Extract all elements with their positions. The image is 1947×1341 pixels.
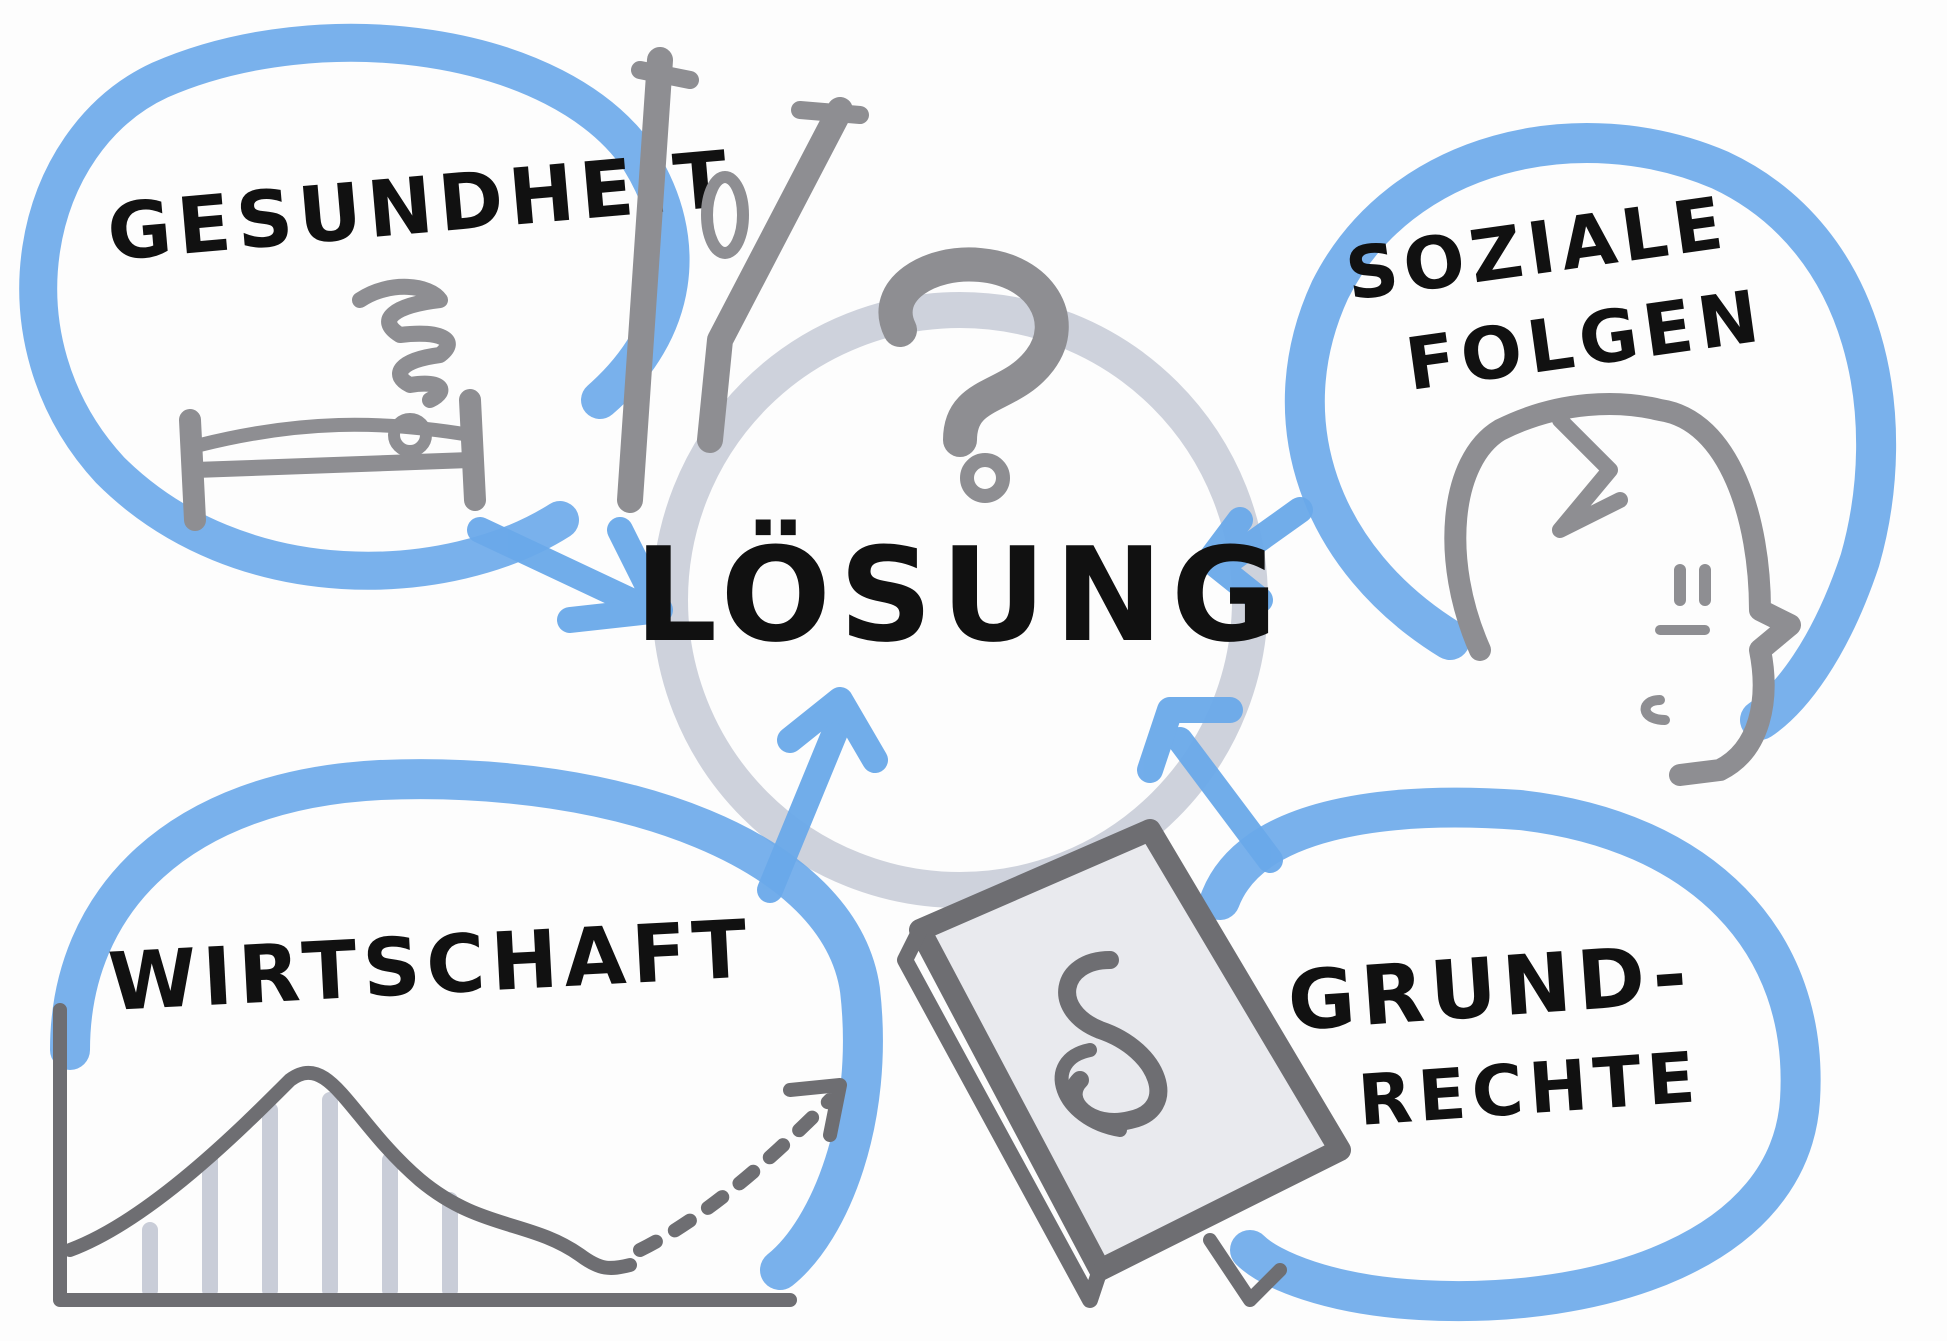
rights-circle [1200, 787, 1821, 1322]
declining-graph-icon [53, 1003, 847, 1307]
economy-circle [50, 759, 883, 1290]
arrow-from-rights [1137, 697, 1283, 873]
head-with-lightning-icon [1444, 393, 1801, 786]
health-circle [19, 23, 690, 590]
arrow-from-health [467, 517, 673, 633]
center-label: LÖSUNG [634, 519, 1285, 671]
rights-label-line2: RECHTE [1355, 1036, 1703, 1142]
question-mark-icon [878, 247, 1069, 503]
social-circle [1284, 123, 1897, 740]
law-book-icon [897, 819, 1351, 1308]
arrow-from-economy [757, 687, 888, 903]
bed-and-crutches-icon [179, 47, 869, 531]
rights-label-line1: GRUND- [1285, 927, 1696, 1050]
arrow-from-social [1197, 497, 1313, 613]
economy-label: WIRTSCHAFT [106, 902, 755, 1029]
